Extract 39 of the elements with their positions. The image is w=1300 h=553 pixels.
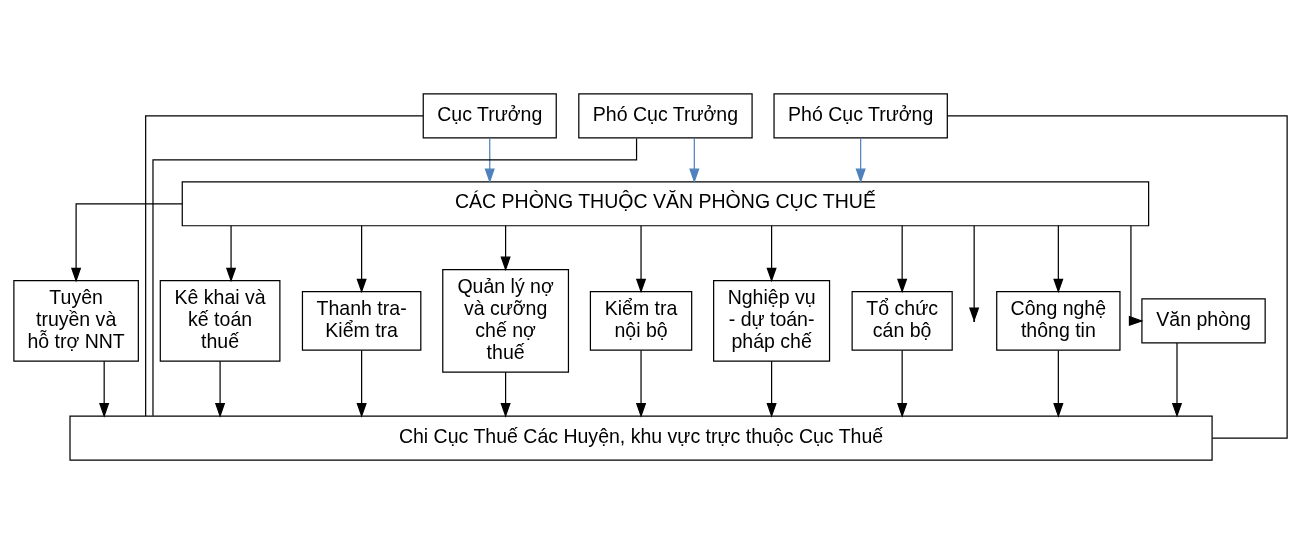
- arrow: [356, 349, 367, 418]
- node-box: Văn phòng: [1140, 297, 1266, 343]
- node-box: Công nghệ thông tin: [995, 290, 1121, 351]
- arrow: [1052, 224, 1063, 293]
- node-box: Tuyên truyền và hỗ trợ NNT: [12, 279, 139, 362]
- node-box: Cục Trưởng: [422, 92, 557, 138]
- node-box: CÁC PHÒNG THUỘC VĂN PHÒNG CỤC THUẾ: [181, 180, 1149, 226]
- node-box: Phó Cục Trưởng: [577, 92, 753, 138]
- arrow: [500, 224, 511, 271]
- arrow: [896, 224, 907, 293]
- arrow: [896, 349, 907, 418]
- arrow: [688, 137, 699, 183]
- arrow: [356, 224, 367, 293]
- arrow: [1052, 349, 1063, 418]
- arrow: [968, 224, 979, 322]
- connector: [144, 114, 424, 417]
- connector: [151, 137, 637, 416]
- arrow: [500, 371, 511, 418]
- arrow: [1128, 224, 1143, 326]
- node-box: Quản lý nợ và cưỡng chế nợ thuế: [441, 268, 569, 373]
- connector: [946, 114, 1288, 439]
- arrow: [98, 360, 109, 418]
- arrow: [855, 137, 866, 183]
- arrow: [225, 224, 236, 282]
- arrow: [765, 360, 777, 418]
- arrow: [484, 137, 495, 183]
- arrow: [70, 202, 183, 282]
- arrow: [635, 349, 646, 418]
- node-box: Kiểm tra nội bộ: [589, 290, 692, 351]
- node-box: Tổ chức cán bộ: [851, 290, 953, 351]
- arrow: [635, 224, 646, 293]
- arrow: [765, 224, 777, 282]
- node-box: Thanh tra-Kiểm tra: [301, 290, 421, 351]
- node-box: Chi Cục Thuế Các Huyện, khu vực trực thuộc Cục Thuế: [68, 415, 1213, 461]
- node-box: Kê khai và kế toán thuế: [159, 279, 280, 362]
- node-box: Nghiệp vụ - dự toán-pháp chế: [712, 279, 830, 362]
- arrow: [1171, 341, 1182, 418]
- arrow: [214, 360, 225, 418]
- node-box: Phó Cục Trưởng: [772, 92, 948, 138]
